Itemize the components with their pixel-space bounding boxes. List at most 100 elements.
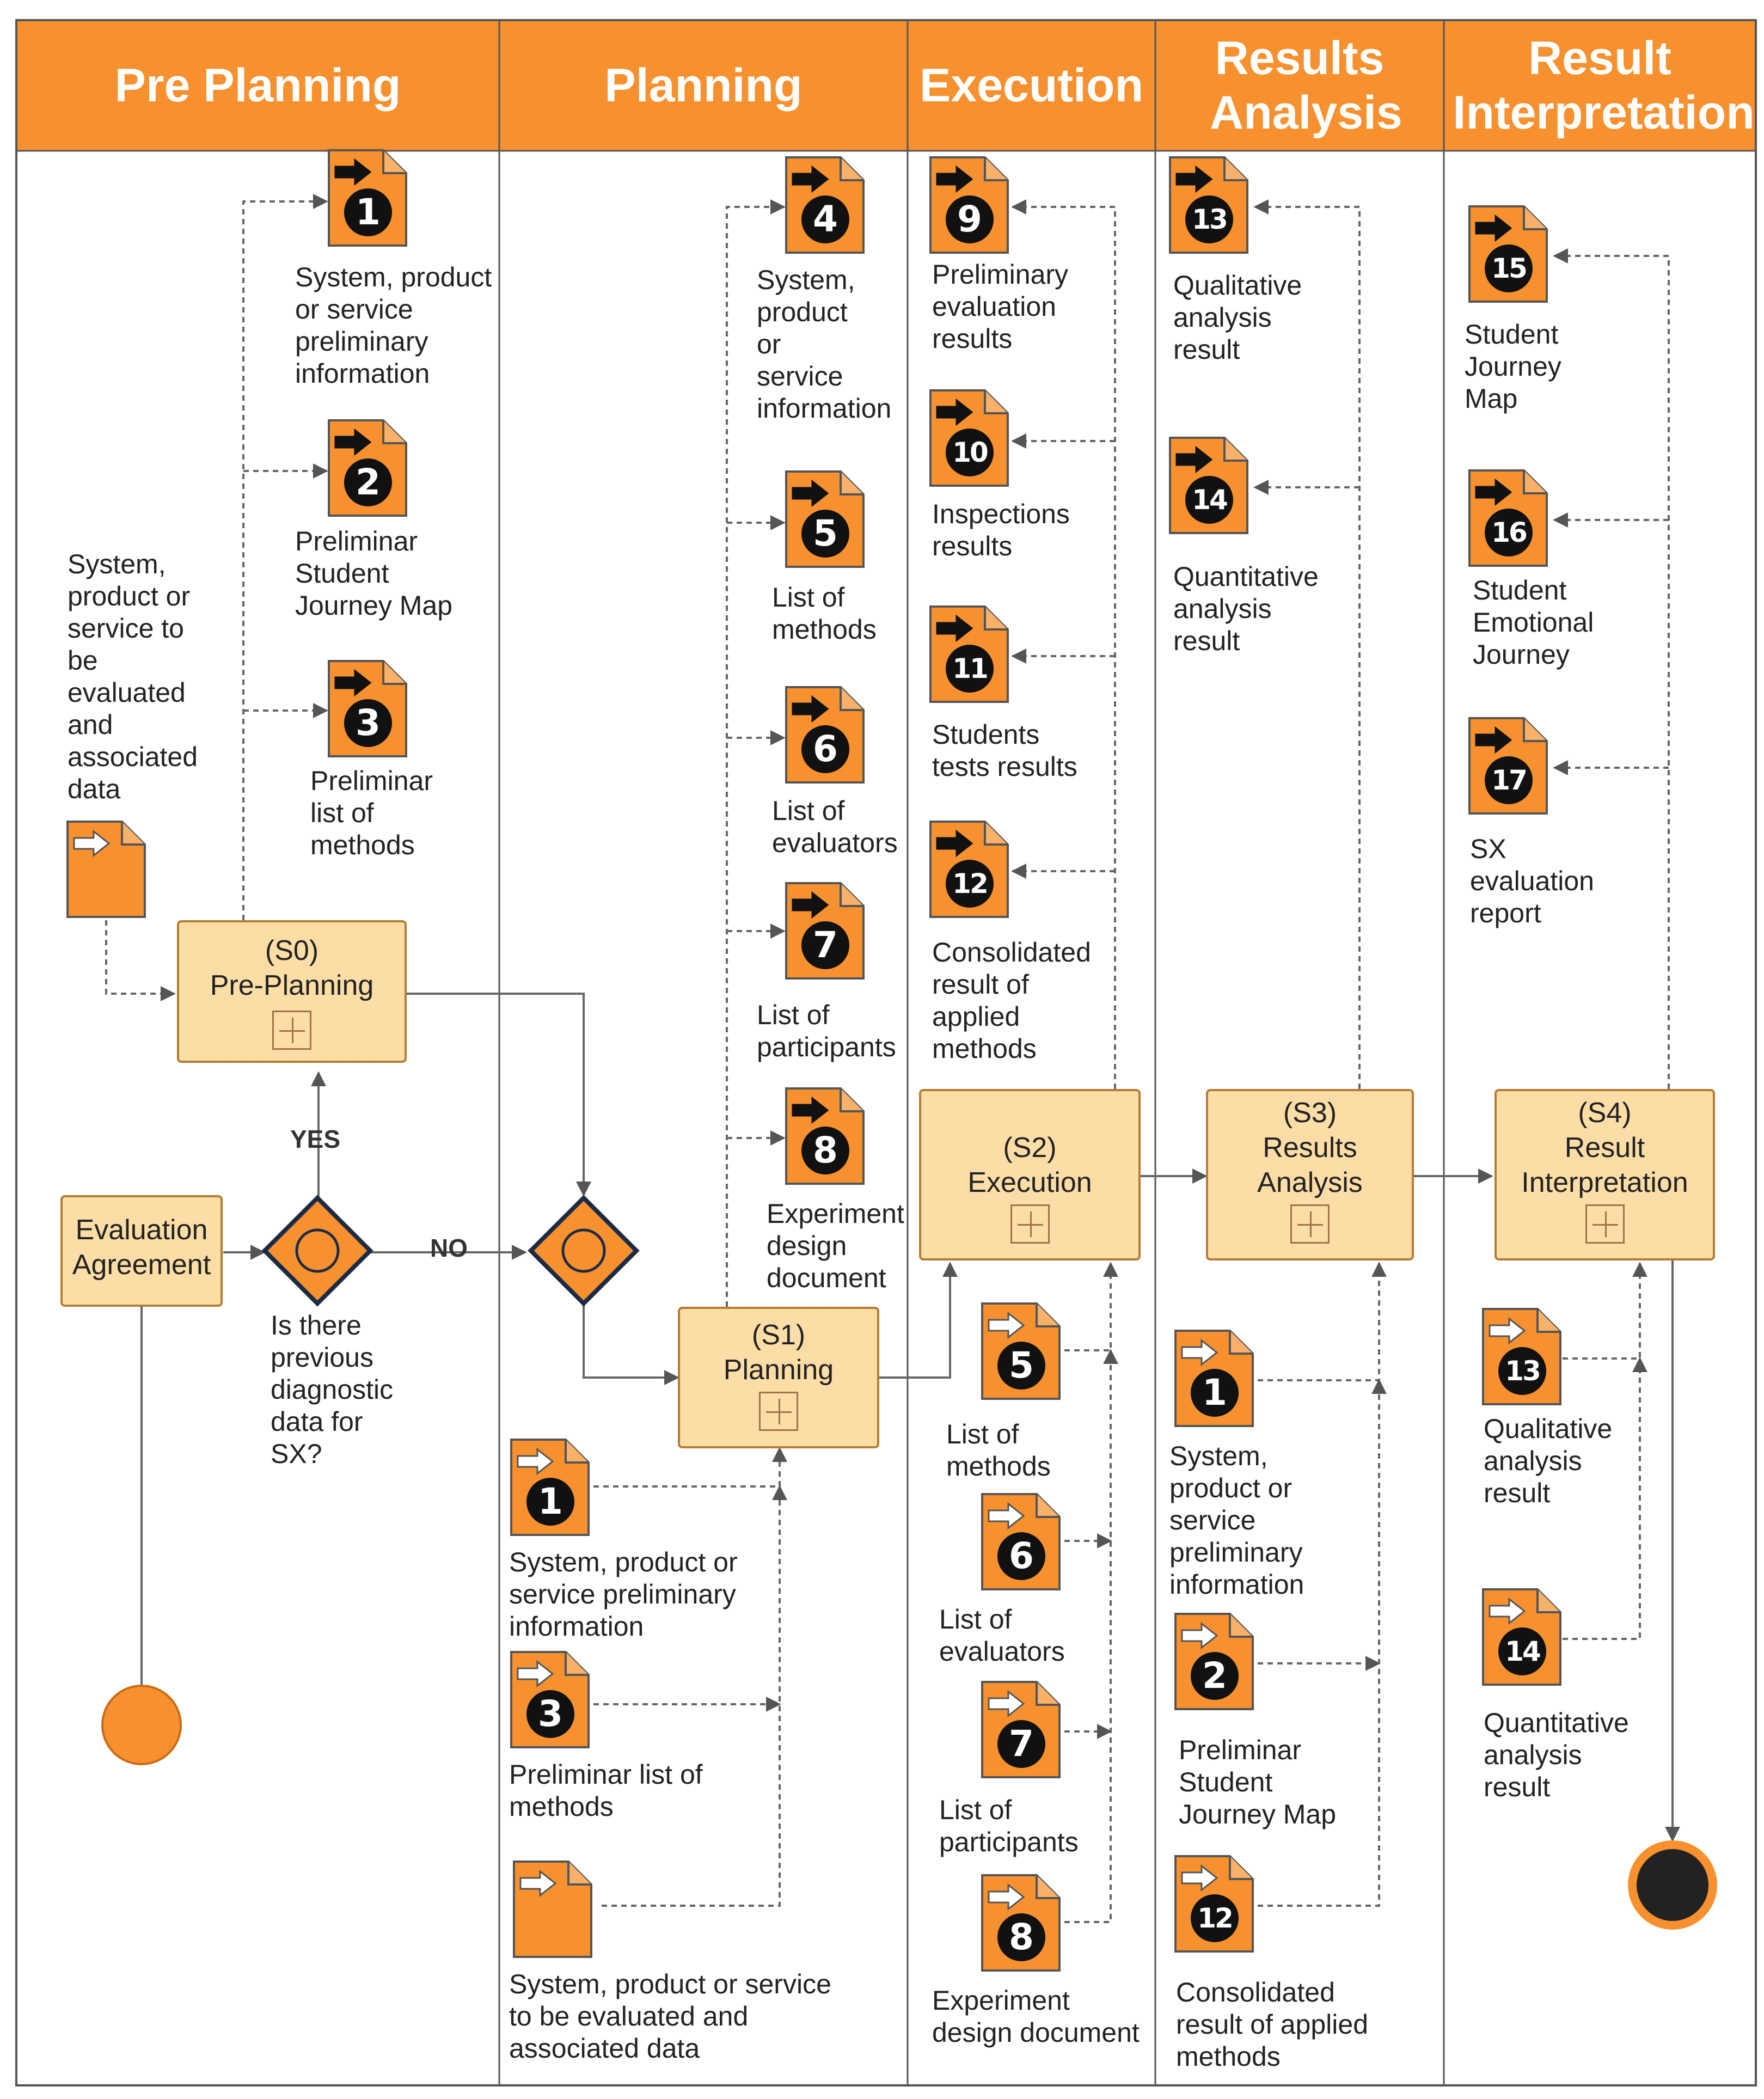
document-number: 6 [997,1532,1045,1580]
document-number: 3 [344,699,392,747]
gateway-no-label: NO [430,1234,468,1262]
doc-label: System, product or service preliminary i… [509,1547,738,1642]
gateway-yes-label: YES [290,1125,341,1153]
document-number: 9 [946,195,994,243]
document-icon: 10 [928,388,1010,488]
doc-label: Preliminar Student Journey Map [295,526,453,621]
document-number: 15 [1485,244,1533,292]
task-s0-pre-planning[interactable]: (S0) Pre-Planning [177,920,407,1063]
doc-label: System, product or service information [757,265,892,424]
doc-label: Preliminary evaluation results [932,259,1069,354]
document-icon: 13 [1481,1307,1563,1406]
document-icon [65,819,147,919]
document-number: 16 [1485,509,1533,556]
document-number: 7 [801,921,849,969]
doc-label: System, product or service to be evaluat… [68,549,198,804]
document-number: 8 [801,1127,849,1174]
document-number: 14 [1498,1627,1546,1675]
document-icon: 16 [1467,468,1549,568]
exclusive-gateway-1 [261,1195,373,1307]
document-icon: 13 [1168,155,1250,255]
lane-header-planning: Planning [499,20,908,151]
document-icon: 4 [784,155,866,255]
document-icon: 12 [1173,1854,1255,1954]
task-evaluation-agreement[interactable]: Evaluation Agreement [60,1195,223,1307]
lane-header-execution: Execution [908,20,1155,151]
expand-subprocess-icon[interactable] [1290,1204,1330,1244]
document-icon: 5 [784,469,866,569]
document-number: 12 [1191,1894,1239,1942]
doc-label: List of evaluators [939,1604,1065,1667]
doc-label: Preliminar list of methods [509,1759,703,1822]
doc-label: SX evaluation report [1470,834,1594,928]
end-event [1628,1840,1717,1930]
doc-label: Preliminar list of methods [310,766,433,860]
doc-label: Quantitative analysis result [1173,561,1319,656]
document-number: 13 [1498,1347,1546,1395]
task-s2-execution[interactable]: (S2) Execution [919,1089,1141,1260]
document-number: 10 [946,429,994,476]
document-icon [512,1859,593,1959]
task-s1-planning[interactable]: (S1) Planning [678,1307,879,1448]
doc-label: List of evaluators [772,795,898,858]
document-number: 17 [1485,756,1533,804]
document-number: 2 [344,458,392,506]
doc-label: Inspections results [932,499,1070,561]
doc-label: Consolidated result of applied methods [1176,1977,1369,2072]
doc-label: List of methods [946,1419,1051,1482]
document-icon: 6 [784,685,866,785]
doc-label: Quantitative analysis result [1484,1708,1629,1802]
document-icon: 14 [1168,436,1250,535]
doc-label: Qualitative analysis result [1484,1413,1613,1508]
document-icon: 1 [509,1437,591,1537]
document-icon: 7 [980,1680,1062,1779]
lane-header-pre-planning: Pre Planning [16,20,499,151]
doc-label: Preliminar Student Journey Map [1179,1735,1337,1829]
doc-label: Student Emotional Journey [1473,575,1594,670]
document-icon: 3 [327,659,408,758]
lane-header-results-analysis: Results Analysis [1155,20,1444,151]
task-s4-result-interpretation[interactable]: (S4) Result Interpretation [1494,1089,1715,1260]
document-icon: 2 [1173,1612,1255,1711]
expand-subprocess-icon[interactable] [759,1392,798,1431]
expand-subprocess-icon[interactable] [272,1011,311,1050]
doc-label: Experiment design document [767,1198,904,1293]
document-number: 14 [1185,476,1233,524]
doc-label: Experiment design document [932,1985,1140,2048]
flow-s0-to-gateway2 [407,993,591,1197]
expand-subprocess-icon[interactable] [1010,1204,1050,1244]
document-number: 4 [801,195,849,243]
document-icon: 5 [980,1301,1062,1401]
document-number: 1 [526,1478,574,1526]
document-number: 12 [946,860,994,908]
document-icon: 8 [784,1086,866,1186]
document-icon: 12 [928,819,1010,919]
document-icon: 14 [1481,1587,1563,1687]
document-number: 8 [997,1913,1045,1961]
document-icon: 6 [980,1492,1062,1592]
document-icon: 8 [980,1873,1062,1973]
flow-gateway2-to-s1 [583,1306,679,1385]
doc-label: Consolidated result of applied methods [932,937,1091,1064]
doc-label: List of methods [772,582,877,645]
doc-label: Students tests results [932,719,1077,782]
gateway-question: Is there previous diagnostic data for SX… [271,1310,394,1469]
doc-label: Student Journey Map [1465,319,1561,414]
document-number: 7 [997,1720,1045,1768]
document-number: 5 [801,510,849,558]
document-number: 6 [801,725,849,773]
document-number: 5 [997,1342,1045,1390]
flow-s1-to-s2 [879,1262,958,1379]
document-icon: 9 [928,155,1010,255]
document-icon: 1 [1173,1329,1255,1428]
document-icon: 7 [784,881,866,981]
start-event [101,1685,182,1765]
doc-label: System, product or service to be evaluat… [509,1969,831,2064]
document-icon: 17 [1467,716,1549,816]
document-number: 2 [1191,1652,1239,1700]
expand-subprocess-icon[interactable] [1585,1204,1625,1244]
task-s3-results-analysis[interactable]: (S3) Results Analysis [1206,1089,1414,1260]
document-number: 3 [526,1690,574,1738]
